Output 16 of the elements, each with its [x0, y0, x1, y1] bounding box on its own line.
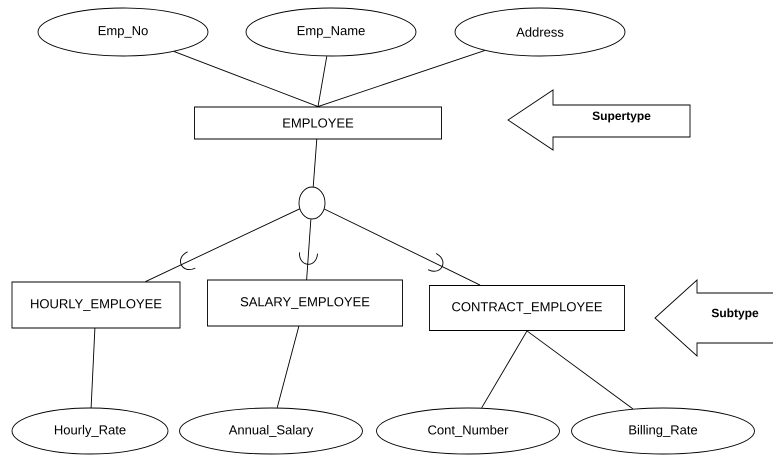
connector-line: [318, 56, 328, 107]
subset-line: [324, 208, 480, 286]
connector-line: [481, 330, 528, 408]
connector-line: [174, 51, 318, 107]
connector-line: [276, 326, 300, 408]
entity-box: CONTRACT_EMPLOYEE: [429, 285, 625, 331]
connector-line: [526, 330, 634, 410]
connector-line: [318, 50, 486, 107]
subset-line: [145, 208, 300, 282]
entity-box: HOURLY_EMPLOYEE: [12, 282, 180, 328]
entity-box: EMPLOYEE: [194, 106, 442, 140]
connector-line: [90, 328, 96, 408]
subset-line: [299, 218, 318, 280]
connector-line: [312, 139, 318, 188]
relationship-circle: [298, 186, 326, 220]
entity-box: SALARY_EMPLOYEE: [207, 280, 403, 326]
